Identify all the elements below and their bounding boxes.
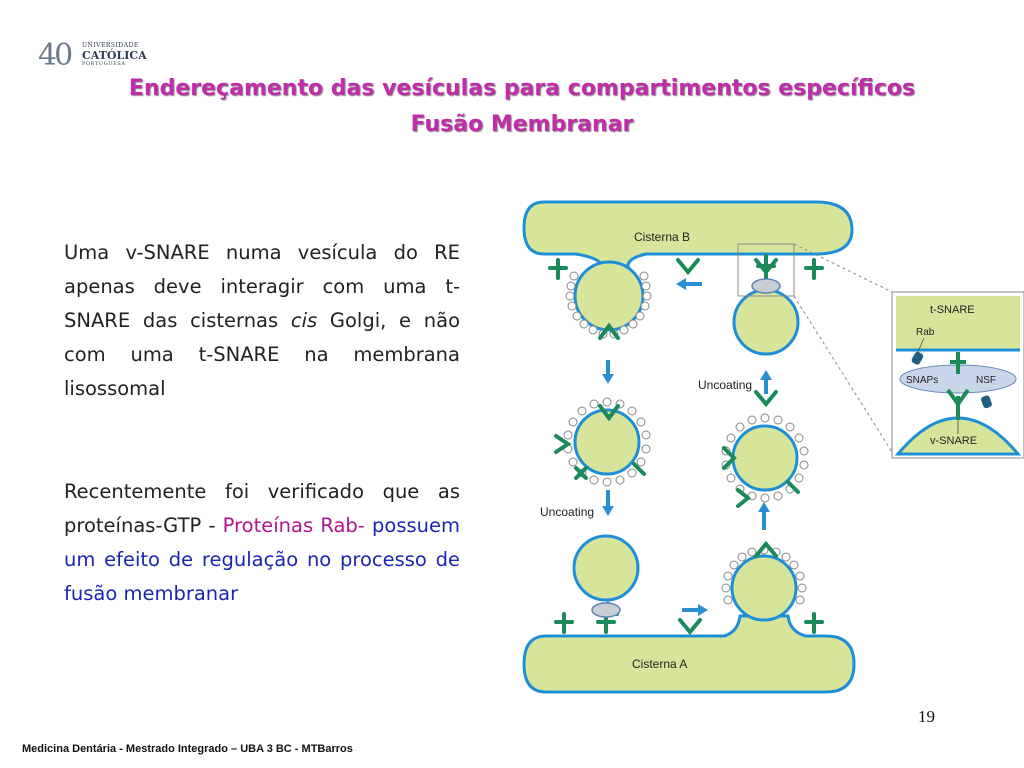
inset-v-snare-label: v-SNARE	[930, 435, 977, 447]
slide-subtitle: Fusão Membranar	[410, 112, 634, 137]
uncoated-vesicle-bottom	[572, 534, 640, 602]
transport-arrows	[602, 278, 772, 616]
rab-proteins-term: Proteínas Rab	[222, 514, 358, 537]
paragraph-rab-text: Recentemente foi verificado que as prote…	[64, 480, 460, 537]
slide-title: Endereçamento das vesículas para compart…	[128, 76, 916, 101]
snare-inset: t-SNARE Rab SNAPs NSF v-SNARE	[891, 291, 1024, 459]
inset-nsf-label: NSF	[976, 375, 996, 386]
inset-t-snare-label: t-SNARE	[930, 304, 975, 316]
paragraph-snare-text: Uma v-SNARE numa vesícula do RE apenas d…	[64, 241, 460, 332]
rab-protein-icon	[911, 351, 924, 365]
logo-line-2: CATÓLICA	[82, 49, 147, 62]
budding-vesicle-b	[565, 260, 652, 339]
paragraph-snare-italic: cis	[290, 309, 318, 332]
university-logo: 40 UNIVERSIDADE CATÓLICA PORTUGUESA	[38, 40, 148, 74]
page-number: 19	[918, 707, 935, 726]
inset-snaps-label: SNAPs	[906, 375, 938, 386]
docking-complex-bottom	[591, 602, 621, 618]
cisterna-a: Cisterna A	[522, 614, 856, 694]
cisterna-a-label: Cisterna A	[632, 657, 687, 671]
coated-vesicle-right	[721, 413, 809, 503]
uncoating-label-top: Uncoating	[698, 378, 752, 392]
cisterna-b-label: Cisterna B	[634, 230, 690, 244]
budding-vesicle-a	[721, 545, 807, 622]
uncoating-label-left: Uncoating	[540, 505, 594, 519]
rab-protein-icon-2	[981, 395, 992, 409]
vesicle-fusion-diagram: Cisterna B Cisterna A	[522, 200, 1024, 694]
paragraph-snare-text-end: Golgi, e não com uma t-SNARE na membrana…	[64, 309, 460, 400]
paragraph-rab: Recentemente foi verificado que as prote…	[64, 475, 460, 611]
paragraph-snare: Uma v-SNARE numa vesícula do RE apenas d…	[64, 236, 460, 406]
logo-anniversary-number: 40	[38, 38, 73, 73]
docking-complex-top	[751, 278, 781, 294]
inset-rab-label: Rab	[916, 327, 935, 338]
rab-dash: -	[357, 514, 373, 537]
cisterna-b: Cisterna B	[522, 200, 854, 268]
zoom-region	[737, 243, 795, 297]
logo-line-1: UNIVERSIDADE	[82, 42, 139, 49]
logo-line-3: PORTUGUESA	[82, 61, 126, 67]
coated-vesicle-left	[563, 397, 651, 487]
footer-text: Medicina Dentária - Mestrado Integrado –…	[22, 743, 353, 755]
rab-effect-text: possuem um efeito de regulação no proces…	[64, 514, 460, 605]
uncoated-vesicle-top	[732, 288, 800, 356]
logo-wordmark: UNIVERSIDADE CATÓLICA PORTUGUESA	[82, 43, 147, 67]
